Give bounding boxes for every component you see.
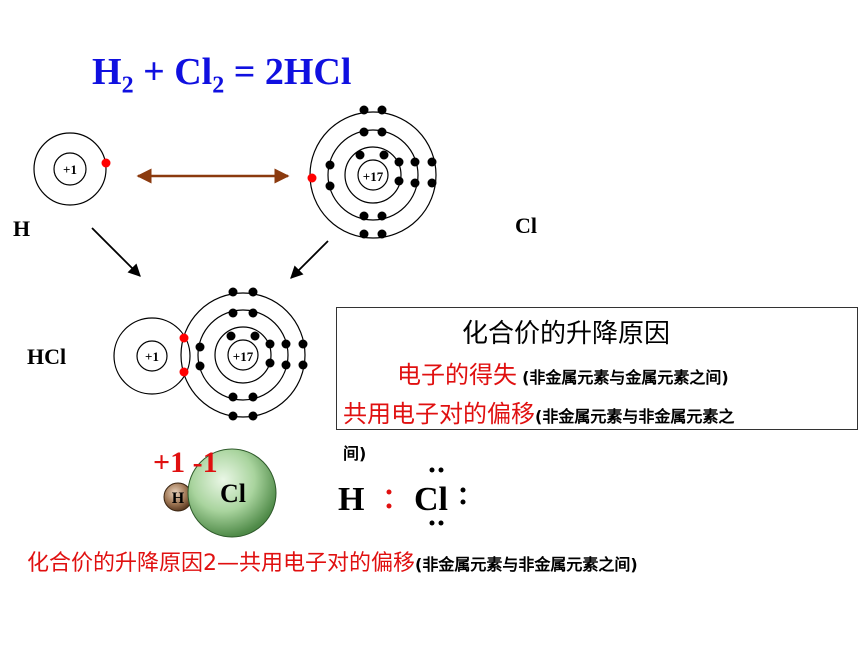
chlorine-atom: +17 — [307, 105, 437, 239]
ball-model: H Cl — [163, 448, 277, 538]
hydrogen-atom: +1 — [33, 132, 111, 206]
box-line-electron-transfer: 电子的得失 (非金属元素与金属元素之间) — [397, 355, 729, 390]
bottom-main: 化合价的升降原因2—共用电子对的偏移 — [27, 551, 415, 576]
line2-note: (非金属元素与非金属元素之 — [535, 407, 735, 426]
cl-ball — [187, 448, 277, 538]
charge-h: +1 — [153, 446, 186, 479]
cl-nucleus-charge: +17 — [363, 169, 384, 184]
line2-main: 共用电子对的偏移 — [343, 400, 535, 428]
arrow-h-to-hcl — [91, 227, 141, 277]
box-line-shared-pair: 共用电子对的偏移(非金属元素与非金属元素之 — [343, 394, 734, 429]
line1-note: (非金属元素与金属元素之间) — [522, 368, 729, 387]
box-title: 化合价的升降原因 — [462, 319, 671, 349]
line1-main: 电子的得失 — [397, 361, 517, 389]
label-cl-atom: Cl — [515, 213, 537, 238]
shared-electron — [179, 333, 189, 343]
hcl-molecule: +1 +17 — [113, 287, 308, 421]
label-hcl: HCl — [27, 344, 67, 369]
label-h-atom: H — [13, 216, 31, 241]
ball-cl-label: Cl — [220, 479, 246, 508]
bottom-caption: 化合价的升降原因2—共用电子对的偏移(非金属元素与非金属元素之间) — [27, 545, 638, 577]
hcl-cl-nucleus: +17 — [233, 349, 254, 364]
ball-h-label: H — [172, 490, 185, 507]
charge-labels: +1 -1 — [153, 446, 218, 480]
lewis-cl: Cl — [414, 481, 448, 518]
h-electron — [101, 158, 111, 168]
arrow-cl-to-hcl — [290, 240, 329, 279]
h-nucleus-charge: +1 — [63, 162, 77, 177]
cl-red-electron — [307, 173, 317, 183]
hcl-h-nucleus: +1 — [145, 349, 159, 364]
lewis-h: H — [338, 481, 364, 518]
explanation-box — [336, 307, 858, 430]
bottom-note: (非金属元素与非金属元素之间) — [415, 555, 638, 574]
line2-wrap: 间) — [343, 444, 367, 463]
charge-cl: -1 — [192, 446, 218, 479]
shared-electron — [179, 367, 189, 377]
lewis-structure: H Cl — [338, 467, 466, 526]
reaction-equation: H2 + Cl2 = 2HCl — [92, 51, 352, 99]
